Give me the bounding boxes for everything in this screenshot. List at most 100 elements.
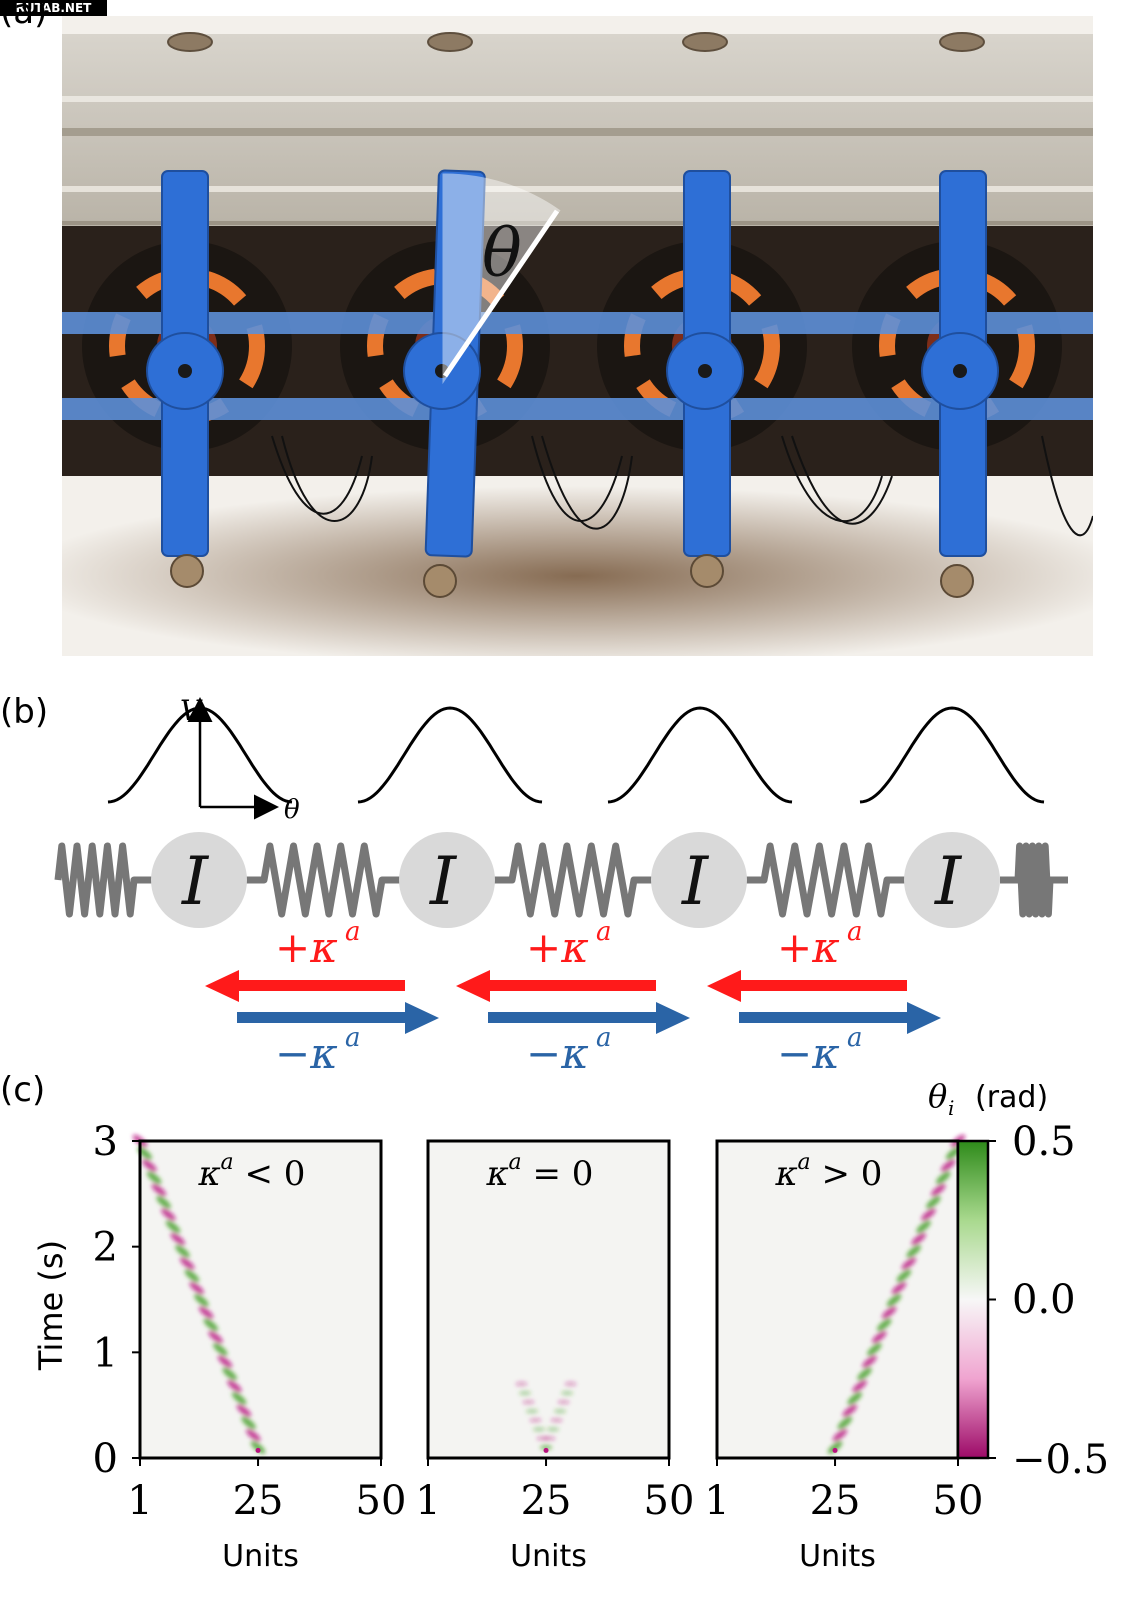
panel-title-rel-2: = 0 <box>533 1154 594 1194</box>
cables <box>271 435 1093 537</box>
potential-well-3 <box>607 706 793 804</box>
y-axis-label: Time (s) <box>32 1240 70 1371</box>
arrow-plus-head-2 <box>456 970 490 1002</box>
colorbar: 0.5 0.0 −0.5 θ i (rad) <box>928 1077 1109 1483</box>
panel-title-symbol-3: κ <box>775 1154 798 1194</box>
panel-label-a: (a) <box>0 0 48 32</box>
panel-title-symbol-2: κ <box>486 1154 509 1194</box>
arrow-plus-shaft-2 <box>484 980 656 991</box>
wave-mark-1-5 <box>231 1392 247 1405</box>
wave-mark-1-4 <box>236 1404 252 1418</box>
colorbar-tick-top: 0.5 <box>1012 1119 1076 1165</box>
panel-label-b: (b) <box>0 692 49 732</box>
panel-title-sup-1: a <box>221 1150 234 1175</box>
arrow-minus-head-3 <box>907 1002 941 1034</box>
wave-mark-3-19 <box>916 1220 931 1234</box>
wave-mark-right-1 <box>540 1444 553 1450</box>
label-plus-kappa-1: +κ <box>275 923 338 972</box>
wave-origin-2 <box>543 1447 549 1453</box>
colorbar-tick-bottom: −0.5 <box>1012 1437 1109 1483</box>
wave-mark-right-5 <box>554 1408 567 1414</box>
theta-symbol: θ <box>482 215 522 292</box>
wave-mark-1-24 <box>142 1159 157 1172</box>
spring-3 <box>746 842 905 918</box>
wave-mark-1-14 <box>189 1281 204 1295</box>
watermark: RUTAB.NET <box>0 0 107 16</box>
potential-axes: V θ <box>180 694 300 825</box>
heatmap-wave-1 <box>132 1134 266 1454</box>
colorbar-gradient <box>956 1139 990 1460</box>
arrow-minus-shaft-2 <box>488 1012 660 1023</box>
wave-mark-1-21 <box>156 1195 171 1209</box>
wave-mark-1-6 <box>227 1379 242 1393</box>
arrow-plus-shaft-3 <box>735 980 907 991</box>
panel-title-sup-3: a <box>798 1150 811 1175</box>
panel-title-rel-1: < 0 <box>245 1154 306 1194</box>
wave-mark-3-4 <box>842 1404 858 1418</box>
angle-indicator: θ <box>442 173 561 385</box>
wave-mark-1-17 <box>175 1244 190 1258</box>
wave-mark-3-14 <box>891 1281 907 1295</box>
wave-mark-3-1 <box>827 1441 843 1454</box>
heatmap-wave-2 <box>515 1381 577 1450</box>
wave-mark-1-10 <box>208 1330 223 1344</box>
wave-mark-3-23 <box>935 1171 951 1185</box>
wave-mark-1-3 <box>241 1416 256 1430</box>
wave-mark-1-12 <box>198 1306 214 1319</box>
label-plus-sup-1: a <box>345 917 361 947</box>
arrow-minus-shaft-3 <box>739 1012 911 1023</box>
wave-mark-3-10 <box>872 1330 887 1344</box>
label-plus-sup-3: a <box>847 917 863 947</box>
wave-mark-3-9 <box>867 1342 882 1356</box>
wave-mark-right-4 <box>550 1417 563 1423</box>
spring-right-edge <box>1000 842 1068 918</box>
label-minus-sup-3: a <box>847 1023 863 1053</box>
wave-mark-1-9 <box>213 1342 228 1356</box>
heatmap-frame-1 <box>138 1139 383 1460</box>
label-plus-kappa-2: +κ <box>526 923 589 972</box>
wave-mark-left-5 <box>525 1408 538 1414</box>
wave-mark-right-7 <box>561 1390 574 1396</box>
wave-mark-1-13 <box>194 1293 209 1307</box>
heatmap-bg-3 <box>717 1141 958 1458</box>
wave-mark-3-8 <box>862 1355 877 1369</box>
wave-mark-3-22 <box>931 1183 946 1197</box>
wave-mark-1-1 <box>250 1441 266 1454</box>
label-minus-sup-1: a <box>345 1023 361 1053</box>
mass-1 <box>151 832 247 928</box>
springs <box>54 842 1068 918</box>
wave-mark-3-5 <box>847 1392 862 1405</box>
wave-mark-3-20 <box>921 1208 936 1221</box>
wave-mark-3-3 <box>837 1416 853 1430</box>
x-tick-label-1-2: 25 <box>233 1478 284 1524</box>
x-axis-label-1: Units <box>222 1539 299 1574</box>
panel-title-rel-3: > 0 <box>822 1154 883 1194</box>
heatmap-bg-2 <box>428 1141 669 1458</box>
panel-label-c: (c) <box>0 1070 46 1110</box>
x-tick-label-1-1: 1 <box>127 1478 152 1524</box>
arrow-plus-head-3 <box>707 970 741 1002</box>
arrow-plus-head-1 <box>205 970 239 1002</box>
wave-mark-3-21 <box>926 1195 941 1209</box>
colorbar-label-unit: (rad) <box>975 1080 1048 1115</box>
wave-mark-right-2 <box>543 1435 556 1441</box>
panel-title-sup-2: a <box>509 1150 522 1175</box>
wave-mark-3-18 <box>911 1232 926 1246</box>
label-plus-sup-2: a <box>596 917 612 947</box>
x-axis-label-2: Units <box>510 1539 587 1574</box>
wave-mark-3-2 <box>832 1428 848 1442</box>
label-minus-kappa-1: −κ <box>275 1029 338 1078</box>
wave-mark-3-11 <box>876 1318 892 1332</box>
wave-mark-right-8 <box>564 1381 577 1387</box>
wave-origin-1 <box>255 1447 261 1453</box>
colorbar-label-symbol: θ <box>928 1077 947 1115</box>
x-tick-label-3-3: 50 <box>933 1478 984 1524</box>
wave-mark-left-7 <box>518 1390 531 1396</box>
wave-mark-1-16 <box>179 1257 195 1270</box>
